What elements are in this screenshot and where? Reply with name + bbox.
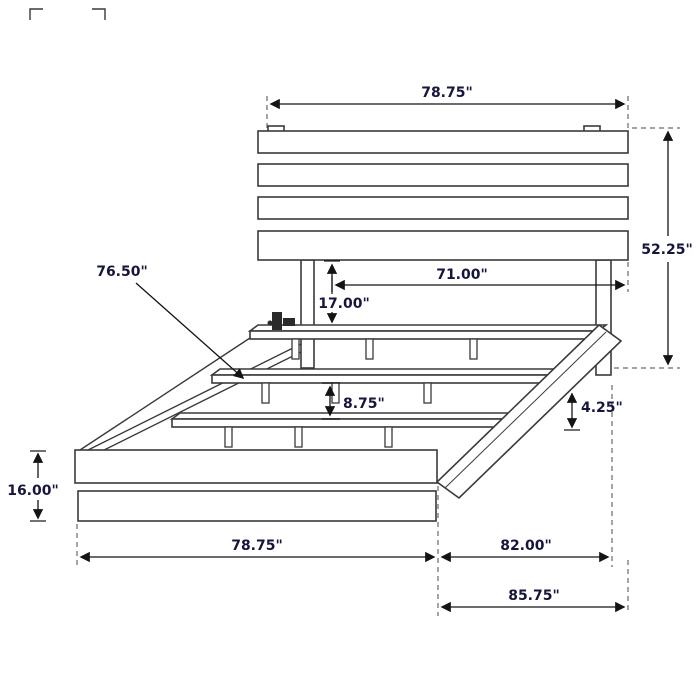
- dim-slat-length-label: 76.50": [96, 264, 148, 280]
- headboard-slat-3: [257, 196, 629, 220]
- side-rail-left-edge-inner: [79, 335, 254, 451]
- slat-leg: [469, 338, 478, 360]
- bracket-plate: [272, 312, 282, 330]
- dim-footboard-height-label: 16.00": [7, 483, 59, 499]
- slat-leg: [294, 426, 303, 448]
- side-rail-right: [435, 323, 623, 500]
- registration-mark-right: [92, 8, 106, 20]
- registration-mark-left: [29, 8, 43, 20]
- dim-headboard-width-label: 78.75": [421, 85, 473, 101]
- support-slat-2: [209, 368, 571, 404]
- dim-slat-spacing-label: 8.75": [343, 396, 385, 412]
- dim-overall-length: 85.75": [440, 588, 626, 613]
- dim-headboard-width: 78.75": [269, 85, 626, 110]
- bracket-bolt: [267, 320, 273, 326]
- side-rail-right-ridge: [444, 331, 607, 489]
- footboard-slat-top: [74, 449, 438, 484]
- dim-slat-length: 76.50": [96, 264, 245, 380]
- dim-slat-spacing: 8.75": [322, 382, 385, 420]
- support-slat-2-front: [211, 374, 561, 384]
- support-slat-2-top: [209, 368, 571, 376]
- dim-footboard-height: 16.00": [7, 450, 59, 522]
- dim-headboard-to-slat-label: 17.00": [318, 296, 370, 312]
- dim-side-rail-height-label: 4.25": [581, 400, 623, 416]
- extension-lines: [76, 96, 680, 616]
- slat-leg: [365, 338, 374, 360]
- bracket-hook: [283, 318, 295, 326]
- dim-inner-width: 71.00": [331, 267, 626, 294]
- support-slat-1-front: [249, 330, 599, 340]
- slat-leg: [224, 426, 233, 448]
- support-slat-1: [247, 324, 609, 360]
- headboard-slat-2: [257, 163, 629, 187]
- dim-inner-width-label: 71.00": [436, 267, 488, 283]
- dim-headboard-height: 52.25": [641, 130, 693, 366]
- footboard: [74, 449, 438, 522]
- registration-marks: [29, 8, 106, 20]
- dim-headboard-height-label: 52.25": [641, 242, 693, 258]
- headboard: [257, 125, 629, 261]
- dim-slat-length-leader: [135, 282, 245, 380]
- dim-side-rail-height: 4.25": [564, 392, 623, 431]
- support-slat-1-top: [247, 324, 609, 332]
- bed-frame: [74, 125, 629, 522]
- dim-headboard-to-slat: 17.00": [318, 260, 370, 324]
- support-slat-3-front: [171, 418, 521, 428]
- slat-leg: [384, 426, 393, 448]
- slat-leg: [261, 382, 270, 404]
- dim-footboard-width: 78.75": [79, 538, 436, 563]
- slat-leg: [423, 382, 432, 404]
- slat-leg: [291, 338, 300, 360]
- side-rail-left-edge-top: [83, 343, 302, 453]
- dim-frame-length-label: 82.00": [500, 538, 552, 554]
- headboard-slat-1: [257, 130, 629, 154]
- dim-frame-length: 82.00": [440, 538, 610, 563]
- side-rail-right-board: [435, 323, 623, 500]
- dim-overall-length-label: 85.75": [508, 588, 560, 604]
- mounting-bracket: [267, 312, 295, 330]
- support-slat-3: [169, 412, 531, 448]
- dim-footboard-width-label: 78.75": [231, 538, 283, 554]
- slat-leg: [331, 382, 340, 404]
- footboard-slat-bottom: [77, 490, 437, 522]
- headboard-post-left: [300, 259, 315, 369]
- support-slat-3-top: [169, 412, 531, 420]
- headboard-slat-4: [257, 230, 629, 261]
